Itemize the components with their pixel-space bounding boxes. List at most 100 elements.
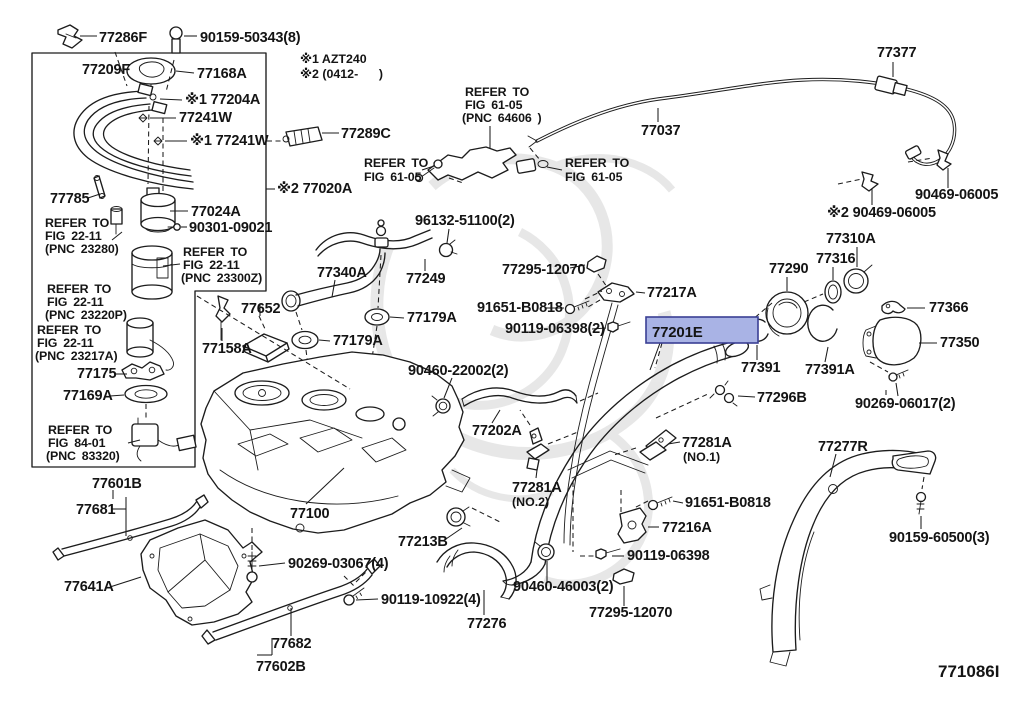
part-labels: 77286F 90159-50343(8) ※1 AZT240 ※2 (0412…: [35, 30, 999, 681]
part-label-77202A[interactable]: 77202A: [472, 423, 523, 439]
part-label-77281A-1-no: (NO.1): [683, 450, 720, 464]
part-label-90460-22002[interactable]: 90460-22002(2): [408, 363, 509, 379]
part-label-77316[interactable]: 77316: [816, 251, 856, 267]
refer-fig-22-11-23280-line2: FIG 22-11: [45, 229, 102, 243]
part-label-77020A[interactable]: ※2 77020A: [277, 181, 353, 197]
watermark-emblem: [370, 153, 676, 589]
part-label-77641A[interactable]: 77641A: [64, 579, 115, 595]
part-label-77295-2[interactable]: 77295-12070: [589, 605, 673, 621]
hose-77276-artwork: [436, 542, 517, 600]
part-label-96132[interactable]: 96132-51100(2): [415, 213, 515, 229]
tank-bands-artwork: [52, 494, 381, 645]
clamp-77213B-artwork: [446, 506, 501, 527]
part-label-77276[interactable]: 77276: [467, 616, 507, 632]
part-label-90159-60500[interactable]: 90159-60500(3): [889, 530, 990, 546]
part-label-77217A[interactable]: 77217A: [647, 285, 698, 301]
part-label-77652[interactable]: 77652: [241, 301, 281, 317]
refer-fig-61-05-pnc-line1: REFER TO: [465, 85, 530, 99]
part-label-77241W-1[interactable]: 77241W: [179, 110, 233, 126]
part-label-77179A-1[interactable]: 77179A: [407, 310, 458, 326]
part-label-90301[interactable]: 90301-09021: [189, 220, 273, 236]
part-label-77296B[interactable]: 77296B: [757, 390, 807, 406]
part-label-77249[interactable]: 77249: [406, 271, 446, 287]
part-label-77681[interactable]: 77681: [76, 502, 116, 518]
hose-77202A-artwork: [431, 387, 599, 417]
part-label-77179A-2[interactable]: 77179A: [333, 333, 384, 349]
part-label-90159-50343[interactable]: 90159-50343(8): [200, 30, 301, 46]
highlighted-part-77201E[interactable]: 77201E: [645, 316, 759, 344]
part-label-77601B[interactable]: 77601B: [92, 476, 142, 492]
refer-fig-22-11-23220P-line2: FIG 22-11: [47, 295, 104, 309]
refer-fig-22-11-23280-line3: (PNC 23280): [45, 242, 119, 256]
part-label-77391[interactable]: 77391: [741, 360, 781, 376]
refer-fig-61-05-pnc-line3: (PNC 64606 ): [462, 111, 542, 125]
part-label-77175[interactable]: 77175: [77, 366, 117, 382]
refer-fig-84-01-line1: REFER TO: [48, 423, 113, 437]
part-label-77295-1[interactable]: 77295-12070: [502, 262, 586, 278]
refer-fig-22-11-23300Z-line3: (PNC 23300Z): [181, 271, 262, 285]
part-label-77168A[interactable]: 77168A: [197, 66, 248, 82]
part-label-90460-46003[interactable]: 90460-46003(2): [513, 579, 614, 595]
part-label-77290[interactable]: 77290: [769, 261, 809, 277]
note-azt240: ※1 AZT240: [300, 52, 367, 66]
filler-pipe-artwork: [502, 302, 750, 586]
part-label-77281A-1[interactable]: 77281A: [682, 435, 733, 451]
part-label-77204A[interactable]: ※1 77204A: [185, 92, 261, 108]
part-label-77289C[interactable]: 77289C: [341, 126, 392, 142]
hose-77249-artwork: [315, 229, 458, 258]
leader-lines: [80, 35, 949, 656]
part-label-90119-06398-1[interactable]: 90119-06398(2): [505, 321, 605, 337]
part-label-77037[interactable]: 77037: [641, 123, 681, 139]
part-label-77158A[interactable]: 77158A: [202, 341, 253, 357]
part-label-77602B[interactable]: 77602B: [256, 659, 306, 675]
part-label-77281A-2[interactable]: 77281A: [512, 480, 563, 496]
refer-fig-61-05-left-line2: FIG 61-05: [364, 170, 422, 184]
part-label-77785[interactable]: 77785: [50, 191, 90, 207]
part-label-77310A[interactable]: 77310A: [826, 231, 877, 247]
refer-fig-61-05-pnc-line2: FIG 61-05: [465, 98, 523, 112]
part-label-90269-06017[interactable]: 90269-06017(2): [855, 396, 956, 412]
part-label-90269-03067[interactable]: 90269-03067(4): [288, 556, 389, 572]
part-label-77286F[interactable]: 77286F: [99, 30, 148, 46]
pipe-77340A-artwork: [281, 219, 390, 391]
part-label-77024A[interactable]: 77024A: [191, 204, 242, 220]
part-label-77350[interactable]: 77350: [940, 335, 980, 351]
refer-fig-61-05-right-line2: FIG 61-05: [565, 170, 623, 184]
refer-fig-22-11-23217A-line3: (PNC 23217A): [35, 349, 118, 363]
highlight-box[interactable]: [645, 316, 759, 344]
part-label-90469-2[interactable]: ※2 90469-06005: [827, 205, 936, 221]
figure-code: 771086I: [938, 662, 999, 681]
part-label-77391A[interactable]: 77391A: [805, 362, 856, 378]
part-label-77241W-2[interactable]: ※1 77241W: [190, 133, 269, 149]
refer-fig-22-11-23217A-line1: REFER TO: [37, 323, 102, 337]
part-label-91651-2[interactable]: 91651-B0818: [685, 495, 771, 511]
part-label-77277R[interactable]: 77277R: [818, 439, 869, 455]
part-label-77169A[interactable]: 77169A: [63, 388, 114, 404]
part-label-77682[interactable]: 77682: [272, 636, 312, 652]
part-label-77201E[interactable]: 77201E: [652, 324, 703, 341]
fuel-pump-assembly-artwork: [73, 57, 197, 462]
part-label-90119-06398-2[interactable]: 90119-06398: [627, 548, 710, 564]
part-label-77216A[interactable]: 77216A: [662, 520, 713, 536]
part-label-77209F[interactable]: 77209F: [82, 62, 131, 78]
pad-and-clip-artwork: [215, 295, 290, 363]
misc-dashed-leaders: [114, 51, 464, 184]
part-label-77100[interactable]: 77100: [290, 506, 330, 522]
top-fastener-icons: [57, 24, 183, 54]
refer-fig-61-05-left-line1: REFER TO: [364, 156, 429, 170]
part-label-77377[interactable]: 77377: [877, 45, 917, 61]
refer-fig-61-05-right-line1: REFER TO: [565, 156, 630, 170]
part-label-77340A[interactable]: 77340A: [317, 265, 368, 281]
refer-fig-22-11-23217A-line2: FIG 22-11: [37, 336, 94, 350]
part-label-91651-1[interactable]: 91651-B0818: [477, 300, 563, 316]
part-label-90119-10922[interactable]: 90119-10922(4): [381, 592, 481, 608]
refer-fig-22-11-23300Z-line2: FIG 22-11: [183, 258, 240, 272]
note-0412: ※2 (0412- ): [300, 67, 383, 81]
part-label-90469-1[interactable]: 90469-06005: [915, 187, 999, 203]
part-label-77366[interactable]: 77366: [929, 300, 969, 316]
fuel-tank-artwork: [196, 295, 471, 534]
part-label-77213B[interactable]: 77213B: [398, 534, 448, 550]
fuel-cap-and-lid-artwork: [746, 264, 922, 398]
